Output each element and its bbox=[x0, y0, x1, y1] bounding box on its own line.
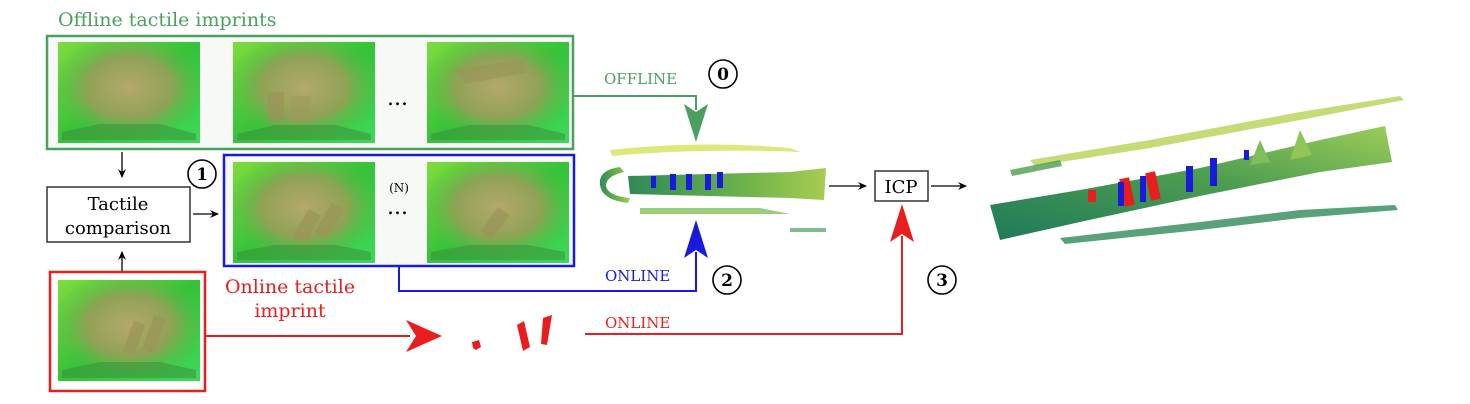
step-2-label: 2 bbox=[721, 271, 733, 291]
step-1-badge bbox=[187, 159, 217, 189]
online-arrow-label-2: ONLINE bbox=[605, 267, 670, 285]
online-title-line-1: Online tactile bbox=[225, 276, 355, 298]
offline-ellipsis: ... bbox=[387, 86, 408, 111]
arrow-online-cloud-to-icp bbox=[585, 204, 914, 335]
arrow-offline-to-map bbox=[574, 95, 708, 142]
online-arrow-label-3: ONLINE bbox=[605, 314, 670, 332]
offline-imprint-2 bbox=[233, 42, 375, 143]
step-0-badge bbox=[708, 59, 738, 89]
selected-count: (N) bbox=[389, 181, 409, 195]
tactile-comparison-label-1: Tactile bbox=[88, 194, 149, 215]
icp-label: ICP bbox=[885, 177, 918, 198]
local-map-point-cloud bbox=[599, 144, 826, 232]
online-title-line-2: imprint bbox=[254, 300, 326, 322]
result-point-cloud bbox=[990, 96, 1404, 244]
selected-ellipsis: ... bbox=[387, 195, 408, 220]
step-0-label: 0 bbox=[717, 65, 729, 85]
offline-arrow-label: OFFLINE bbox=[604, 70, 677, 88]
arrow-online-imprint-to-cloud bbox=[205, 320, 442, 352]
tactile-comparison-label-2: comparison bbox=[65, 218, 172, 239]
step-1-label: 1 bbox=[196, 165, 208, 185]
offline-imprint-1 bbox=[58, 42, 200, 143]
tactile-comparison-box bbox=[46, 186, 191, 243]
step-3-badge bbox=[927, 265, 957, 295]
offline-imprint-3 bbox=[427, 42, 569, 143]
icp-box bbox=[874, 170, 929, 202]
step-3-label: 3 bbox=[936, 271, 948, 291]
arrow-selected-to-map bbox=[398, 220, 708, 292]
online-imprint-image bbox=[58, 280, 200, 381]
offline-group-title: Offline tactile imprints bbox=[58, 9, 276, 31]
step-2-badge bbox=[712, 265, 742, 295]
selected-imprint-1 bbox=[233, 162, 375, 263]
online-point-cloud bbox=[472, 315, 552, 351]
selected-imprint-2 bbox=[427, 162, 569, 263]
